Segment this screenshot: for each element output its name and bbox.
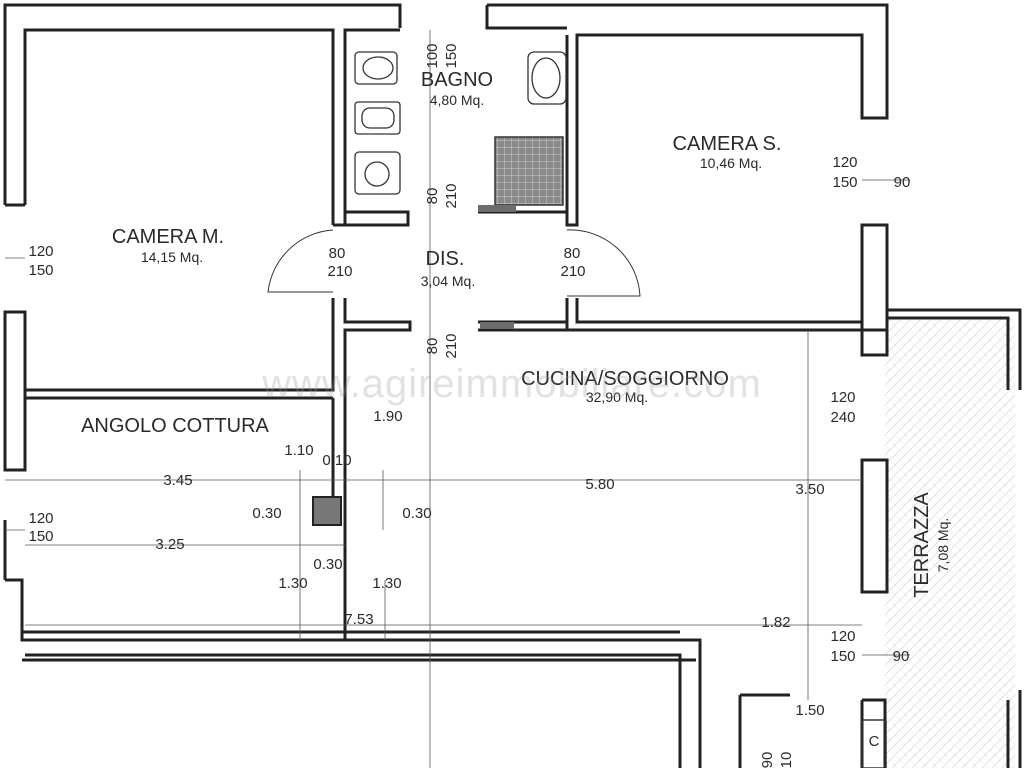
camera-s-window-height: 150 xyxy=(832,174,857,191)
room-area-camera-m: 14,15 Mq. xyxy=(141,249,203,265)
sink-right xyxy=(527,51,567,105)
room-name-angolo-cottura: ANGOLO COTTURA xyxy=(81,415,269,437)
camera-s-door-width: 80 xyxy=(564,245,581,262)
dim-1-82: 1.82 xyxy=(761,614,790,631)
dim-1-50: 1.50 xyxy=(795,702,824,719)
dim-1-10: 1.10 xyxy=(284,442,313,459)
terrazza-window-height: 150 xyxy=(830,648,855,665)
dim-0-30-left: 0.30 xyxy=(252,505,281,522)
dim-7-53: 7.53 xyxy=(344,611,373,628)
camera-s-door-height: 210 xyxy=(560,263,585,280)
door-mark-bagno xyxy=(478,205,516,212)
bagno-window-height: 150 xyxy=(443,43,460,68)
dim-3-50: 3.50 xyxy=(795,481,824,498)
partial-bottom-a: 90 xyxy=(759,752,776,768)
cucina-door-height: 210 xyxy=(443,333,460,358)
room-area-terrazza: 7,08 Mq. xyxy=(935,518,951,572)
watermark: www.agireimmobiliare.com xyxy=(261,362,762,406)
terrazza-window-extra: 90 xyxy=(893,648,910,665)
cucina-door-width: 80 xyxy=(424,338,441,355)
dim-3-25: 3.25 xyxy=(155,536,184,553)
toilet xyxy=(354,51,398,85)
camera-s-window-width: 120 xyxy=(832,154,857,171)
dim-0-10: 0.10 xyxy=(322,452,351,469)
door-mark-cucina xyxy=(480,322,514,329)
camera-m-door-width: 80 xyxy=(329,245,346,262)
walls xyxy=(3,3,1022,768)
dim-1-90: 1.90 xyxy=(373,408,402,425)
room-name-bagno: BAGNO xyxy=(421,69,493,91)
reference-lines xyxy=(5,30,910,768)
door-swings xyxy=(267,229,641,297)
bagno-fixtures xyxy=(354,51,567,195)
camera-s-window-extra: 90 xyxy=(894,174,911,191)
washbasin xyxy=(354,151,401,195)
room-name-cucina: CUCINA/SOGGIORNO xyxy=(521,368,729,390)
dim-1-30-left: 1.30 xyxy=(278,575,307,592)
room-name-terrazza: TERRAZZA xyxy=(911,492,933,598)
room-name-dis: DIS. xyxy=(426,248,465,270)
cucina-window-width: 120 xyxy=(830,389,855,406)
bagno-window-width: 100 xyxy=(424,43,441,68)
room-area-camera-s: 10,46 Mq. xyxy=(700,155,762,171)
terrazza-floor xyxy=(885,318,1015,768)
room-area-dis: 3,04 Mq. xyxy=(421,273,475,289)
room-name-camera-s: CAMERA S. xyxy=(673,133,782,155)
camera-m-window-height: 150 xyxy=(28,262,53,279)
chimney-flue xyxy=(312,496,342,526)
dim-1-30-right: 1.30 xyxy=(372,575,401,592)
partial-bottom-b: 10 xyxy=(778,752,795,768)
room-area-cucina: 32,90 Mq. xyxy=(586,389,648,405)
cucina-window-height: 240 xyxy=(830,409,855,426)
dim-3-45: 3.45 xyxy=(163,472,192,489)
camera-m-door-height: 210 xyxy=(327,263,352,280)
camera-m-window-width: 120 xyxy=(28,243,53,260)
bagno-door-width: 80 xyxy=(424,188,441,205)
dim-5-80: 5.80 xyxy=(585,476,614,493)
bidet xyxy=(354,101,401,135)
shower-tray xyxy=(494,136,564,206)
column-c-label: C xyxy=(869,733,880,750)
terrazza-window-width: 120 xyxy=(830,628,855,645)
dim-0-30-right: 0.30 xyxy=(402,505,431,522)
bagno-door-height: 210 xyxy=(443,183,460,208)
dim-0-30-bottom: 0.30 xyxy=(313,556,342,573)
angolo-window-height: 150 xyxy=(28,528,53,545)
angolo-window-width: 120 xyxy=(28,510,53,527)
room-area-bagno: 4,80 Mq. xyxy=(430,92,484,108)
column-c xyxy=(861,719,887,768)
room-name-camera-m: CAMERA M. xyxy=(112,226,224,248)
